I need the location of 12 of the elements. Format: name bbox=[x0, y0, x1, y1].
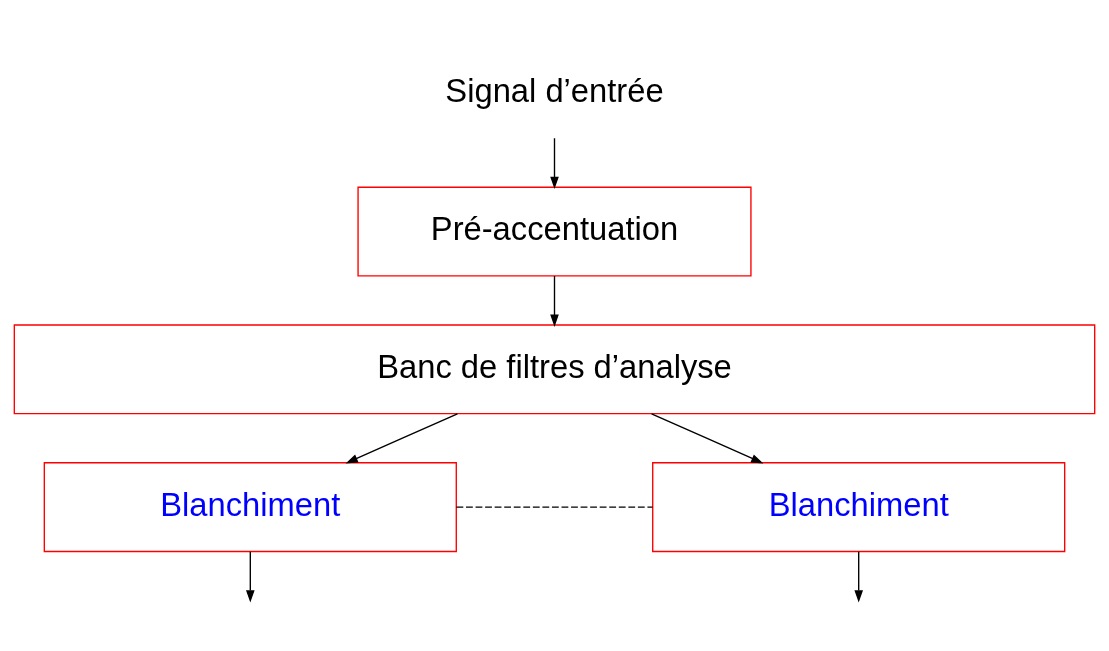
node-text: Signal d’entrée bbox=[445, 72, 664, 110]
arrow bbox=[345, 413, 459, 464]
node-box: Blanchiment bbox=[43, 462, 457, 553]
node-box: Pré-accentuation bbox=[357, 186, 752, 277]
arrow bbox=[550, 275, 559, 327]
arrow bbox=[854, 551, 863, 603]
node-box: Banc de filtres d’analyse bbox=[13, 324, 1096, 415]
arrow bbox=[246, 551, 255, 603]
arrow bbox=[550, 137, 559, 190]
arrow bbox=[650, 413, 764, 464]
connector bbox=[455, 506, 654, 508]
node-box: Blanchiment bbox=[652, 462, 1066, 553]
